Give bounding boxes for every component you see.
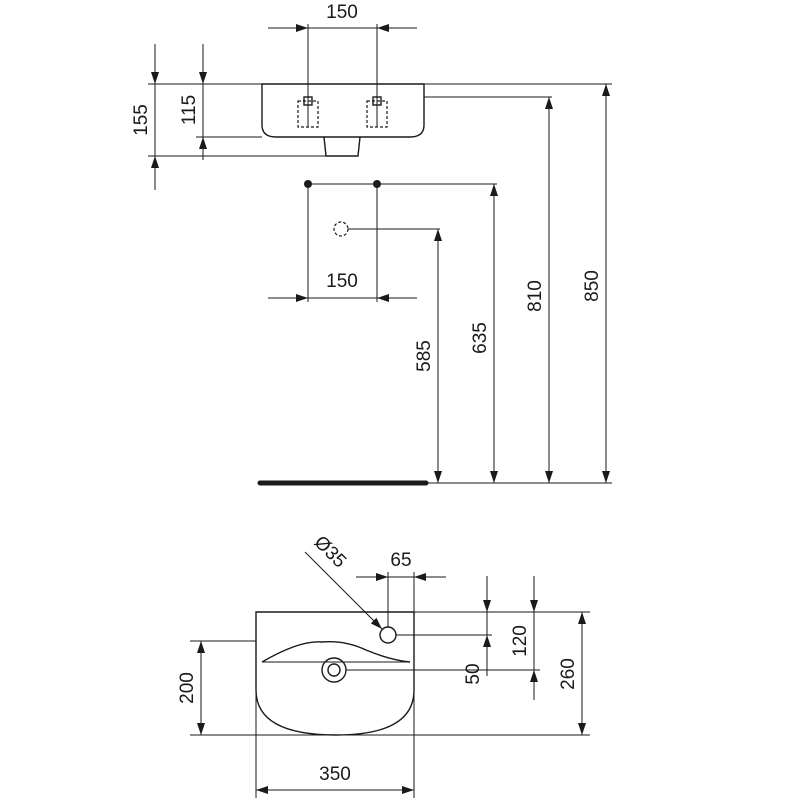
basin-side-outline bbox=[261, 83, 425, 138]
drain-inner bbox=[327, 663, 341, 677]
dim-label-155: 155 bbox=[131, 104, 152, 136]
bowl-edge bbox=[261, 640, 411, 663]
tap-hole bbox=[379, 626, 397, 644]
dim-label-115: 115 bbox=[179, 95, 200, 125]
wall-view: 150 585 635 810 850 bbox=[257, 84, 612, 486]
dim-label-120: 120 bbox=[510, 625, 531, 657]
dim-label-810: 810 bbox=[525, 280, 546, 312]
dim-label-150-top: 150 bbox=[326, 2, 358, 23]
waste-stub bbox=[323, 136, 361, 157]
dim-label-200: 200 bbox=[177, 672, 198, 704]
dim-label-65: 65 bbox=[390, 550, 411, 571]
side-view: 150 155 115 bbox=[131, 2, 612, 190]
dim-label-850: 850 bbox=[582, 270, 603, 302]
dim-label-260: 260 bbox=[558, 658, 579, 690]
dim-label-585: 585 bbox=[414, 340, 435, 372]
plan-view: Ø35 65 50 120 260 200 350 bbox=[177, 532, 590, 798]
basin-plan-outline bbox=[255, 611, 415, 736]
dim-label-635: 635 bbox=[470, 322, 491, 354]
dim-label-350: 350 bbox=[319, 764, 351, 785]
waste-point bbox=[333, 221, 349, 237]
dim-label-50: 50 bbox=[463, 663, 484, 684]
tap-hole-leader bbox=[304, 551, 383, 630]
dim-label-150-wall: 150 bbox=[326, 271, 358, 292]
dim-label-tap-diameter: Ø35 bbox=[310, 532, 350, 572]
